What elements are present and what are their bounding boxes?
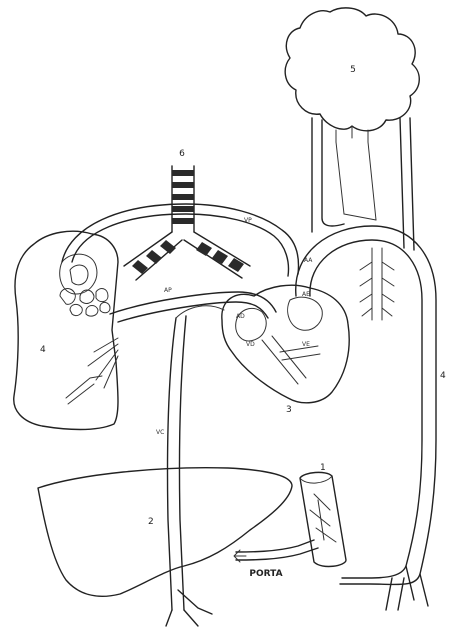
lower-arteries (386, 566, 428, 610)
intestine: 1 (300, 463, 346, 566)
intestine-number-label: 1 (320, 463, 326, 473)
liver-number-label: 2 (148, 517, 154, 527)
left-ventricle-label: VE (302, 341, 310, 348)
left-atrium-label: AE (302, 291, 310, 298)
aorta: 4 AA (296, 226, 446, 585)
brain-number-label: 5 (350, 65, 356, 75)
vena-cava-label: VC (156, 429, 164, 436)
aorta-number-label: 4 (440, 371, 446, 381)
right-atrium-label: AD (236, 313, 245, 320)
neck-vessels (312, 118, 414, 250)
pulmonary-vein-label: VP (244, 217, 252, 224)
brain: 5 (285, 8, 419, 142)
spinal-branches (360, 248, 394, 320)
heart-number-label: 3 (286, 405, 292, 415)
aorta-label: AA (304, 257, 313, 264)
right-ventricle-label: VD (246, 341, 255, 348)
pulmonary-artery-label: AP (164, 287, 172, 294)
vena-cava: VC (156, 306, 224, 626)
portal-label: PORTA (249, 569, 282, 579)
heart: VD VE AE AD 3 (222, 285, 349, 415)
lung: 4 (14, 231, 118, 429)
portal-vein: PORTA (234, 540, 318, 579)
trachea-number-label: 6 (179, 149, 185, 159)
lung-number-label: 4 (40, 345, 46, 355)
